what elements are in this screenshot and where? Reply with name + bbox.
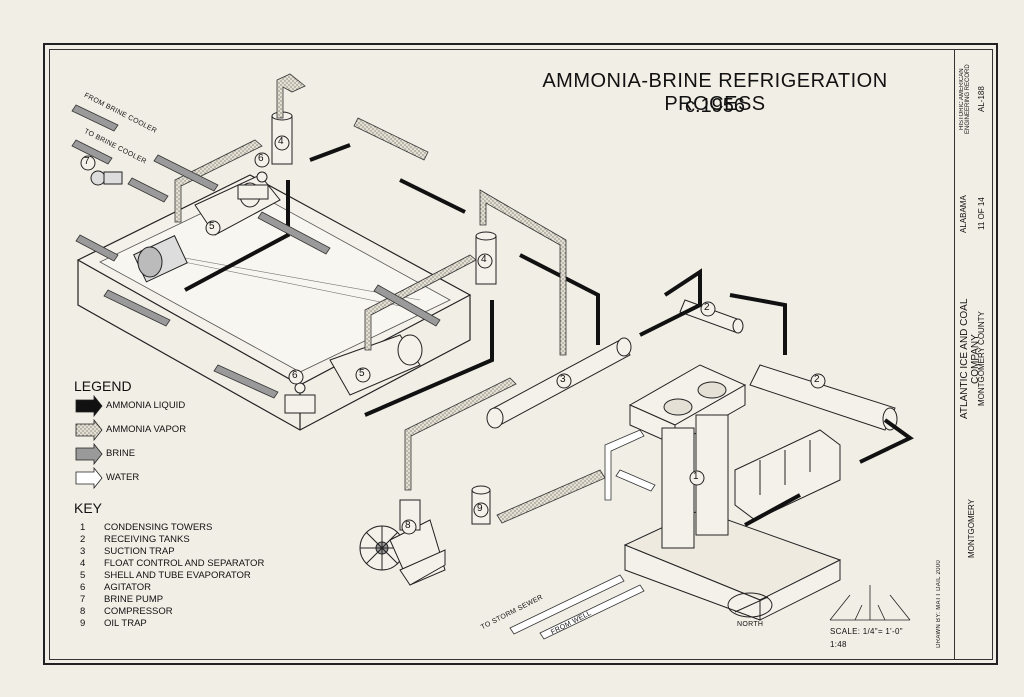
sheet-border xyxy=(43,43,998,665)
drawing-title: AMMONIA-BRINE REFRIGERATION PROCESS xyxy=(542,70,888,115)
scale-ratio-label: 1:48 xyxy=(830,640,847,649)
callout-6b-label: 6 xyxy=(292,370,298,381)
agitator-upper xyxy=(237,171,269,200)
callout-4b-label: 4 xyxy=(481,254,487,265)
county-name: MONTGOMERY COUNTY xyxy=(977,311,986,407)
callout-3-label: 3 xyxy=(560,374,566,385)
legend-heading: LEGEND xyxy=(74,378,132,394)
condensing-towers xyxy=(623,364,842,621)
title-block: HISTORIC AMERICAN ENGINEERING RECORD AL-… xyxy=(954,49,994,660)
legend-water: WATER xyxy=(106,472,140,483)
brine-tank xyxy=(76,174,472,431)
callout-8-label: 8 xyxy=(405,520,411,531)
legend-ammonia-vapor: AMMONIA VAPOR xyxy=(106,424,187,435)
callouts xyxy=(80,135,826,535)
record-name: HISTORIC AMERICAN ENGINEERING RECORD xyxy=(959,64,971,134)
ammonia-vapor-lines xyxy=(174,73,606,524)
callout-7-label: 7 xyxy=(84,156,90,167)
compressor xyxy=(359,499,446,586)
legend-brine: BRINE xyxy=(106,448,136,459)
drawing-subtitle: c.1956 xyxy=(684,95,746,117)
north-arrow xyxy=(727,592,773,618)
brine-lines xyxy=(71,104,441,399)
legend-ammonia-liquid: AMMONIA LIQUID xyxy=(106,400,186,411)
evaporator-lower xyxy=(329,334,423,396)
callout-5-label: 5 xyxy=(209,221,215,232)
callout-6-label: 6 xyxy=(258,153,264,164)
callout-9-label: 9 xyxy=(477,503,483,514)
city-name: MONTGOMERY xyxy=(967,499,976,559)
drawn-by-label: DRAWN BY: MATT DAIL 2000 xyxy=(936,560,942,648)
callout-2b-label: 2 xyxy=(814,374,820,385)
state-label: ALABAMA xyxy=(959,195,968,233)
callout-4-label: 4 xyxy=(278,136,284,147)
water-lines xyxy=(509,429,656,640)
callout-1-label: 1 xyxy=(693,471,699,482)
sheet-inner-border xyxy=(49,49,993,660)
brine-pump-motor xyxy=(133,235,188,283)
receiving-tank-lower xyxy=(749,364,898,431)
north-label: NORTH xyxy=(737,621,764,628)
key-heading: KEY xyxy=(74,500,103,516)
scale-diagram xyxy=(829,585,911,621)
ammonia-liquid-lines xyxy=(184,143,914,527)
record-number: AL-188 xyxy=(977,86,986,112)
agitator-lower xyxy=(284,382,316,414)
callout-2-label: 2 xyxy=(704,302,710,313)
callout-5b-label: 5 xyxy=(359,368,365,379)
sheet-number: 11 OF 14 xyxy=(977,197,986,231)
legend-swatches xyxy=(75,394,103,490)
scale-label: SCALE: 1/4"= 1'-0" xyxy=(830,627,903,636)
brine-pump xyxy=(90,170,123,186)
